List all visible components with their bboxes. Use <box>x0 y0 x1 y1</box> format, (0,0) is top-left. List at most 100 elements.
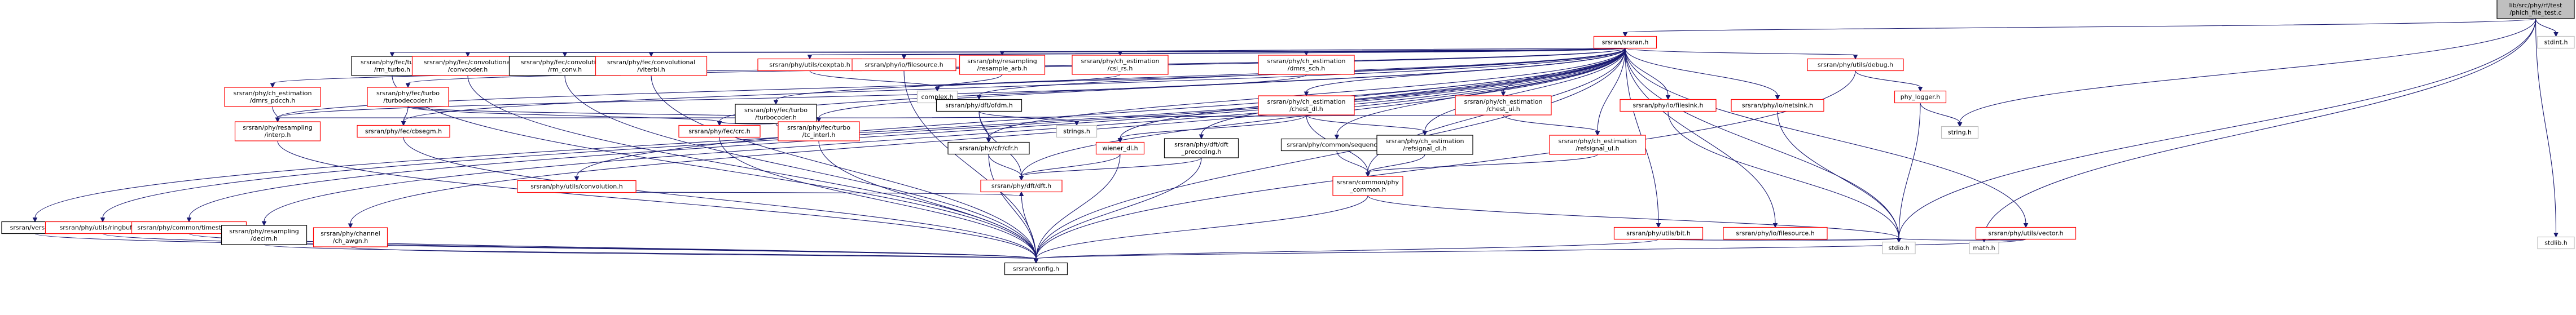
node-label: srsran/phy/resampling <box>967 57 1037 65</box>
node-pdcch[interactable]: srsran/phy/ch_estimation/dmrs_pdcch.h <box>224 87 321 107</box>
edge-line <box>1855 70 1921 88</box>
node-cexptab[interactable]: srsran/phy/utils/cexptab.h <box>757 58 862 72</box>
edge-turbodecoder-to-tbegin <box>401 106 409 126</box>
arrowhead <box>1304 91 1309 97</box>
node-tbegin[interactable]: srsran/phy/fec/cbsegm.h <box>357 125 450 138</box>
node-debug[interactable]: srsran/phy/utils/debug.h <box>1807 58 1904 72</box>
node-netsink[interactable]: srsran/phy/io/netsink.h <box>1731 99 1824 112</box>
node-label: srsran/phy/dft/dft.h <box>991 183 1051 190</box>
arrowhead <box>1665 95 1671 100</box>
edge-line <box>1625 18 2536 33</box>
edge-line <box>1367 195 1899 238</box>
node-convolution[interactable]: srsran/phy/utils/convolution.h <box>517 180 637 193</box>
edge-srsran-to-ringbuffer <box>100 48 1626 223</box>
node-decim[interactable]: srsran/phy/resampling/decim.h <box>221 225 308 245</box>
node-label: srsran/phy/fec/turbo <box>787 124 850 131</box>
node-label: srsran/phy/fec/cbsegm.h <box>365 128 442 135</box>
node-viterbi[interactable]: srsran/phy/fec/convolutional/viterbi.h <box>595 56 708 76</box>
node-box <box>1095 141 1145 155</box>
node-refsignal_dl[interactable]: srsran/phy/ch_estimation/refsignal_dl.h <box>1376 135 1473 155</box>
node-csi_rs[interactable]: srsran/phy/ch_estimation/csi_rs.h <box>1072 55 1169 75</box>
edge-line <box>2535 18 2557 233</box>
node-chest_dl[interactable]: srsran/phy/ch_estimation/chest_dl.h <box>1258 95 1355 116</box>
arrowhead <box>986 138 991 143</box>
arrowhead <box>465 52 471 57</box>
edge-refsignal_ul-to-phy_common <box>1365 154 1598 178</box>
node-arb[interactable]: srsran/phy/resampling/resample_arb.h <box>959 55 1046 75</box>
node-vector[interactable]: srsran/phy/utils/vector.h <box>1975 227 2077 240</box>
node-phy_logger[interactable]: phy_logger.h <box>1894 90 1947 104</box>
edge-line <box>1597 48 1626 132</box>
node-dmrs_sch[interactable]: srsran/phy/ch_estimation/dmrs_sch.h <box>1258 55 1355 75</box>
node-io_filesource[interactable]: srsran/phy/io/filesource.h <box>1723 227 1828 240</box>
edge-line <box>1920 103 1960 123</box>
arrowhead <box>1019 176 1024 181</box>
edge-srsran-to-turbocoder <box>773 48 1626 105</box>
edge-line <box>978 110 1077 122</box>
node-label: srsran/phy/ch_estimation <box>233 90 311 97</box>
edge-line <box>1503 48 1626 92</box>
edge-line <box>350 48 1626 224</box>
node-phy_common[interactable]: srsran/common/phy_common.h <box>1332 176 1403 196</box>
node-wiener[interactable]: wiener_dl.h <box>1095 141 1145 155</box>
node-convcoder[interactable]: srsran/phy/fec/convolutional/convcoder.h <box>411 56 524 76</box>
edge-line <box>1959 18 2536 123</box>
node-box <box>2496 0 2575 19</box>
node-crc[interactable]: srsran/phy/fec/crc.h <box>678 125 761 138</box>
edge-srsran-to-config <box>1033 48 1626 264</box>
node-label: /turbocoder.h <box>755 114 797 121</box>
node-refsignal_ul[interactable]: srsran/phy/ch_estimation/refsignal_ul.h <box>1549 135 1646 155</box>
edge-line <box>1898 18 2536 238</box>
edge-line <box>1306 114 1425 132</box>
node-label: _common.h <box>1349 186 1386 193</box>
edge-line <box>1625 48 1669 96</box>
arrowhead <box>901 55 907 60</box>
node-chest_ul[interactable]: srsran/phy/ch_estimation/chest_ul.h <box>1455 95 1552 116</box>
node-label: phy_logger.h <box>1901 94 1940 101</box>
node-box <box>852 58 956 72</box>
node-filesource[interactable]: srsran/phy/io/filesource.h <box>852 58 956 72</box>
node-root[interactable]: lib/src/phy/rf/test/phich_file_test.c <box>2496 0 2575 19</box>
arrowhead <box>1334 135 1340 140</box>
edge-line <box>2535 18 2557 33</box>
node-label: srsran/phy/utils/vector.h <box>1988 230 2063 237</box>
node-label: stdio.h <box>1888 245 1909 252</box>
node-box <box>778 121 860 141</box>
arrowhead <box>1117 138 1123 143</box>
edge-root-to-string <box>1957 18 2536 127</box>
node-interp[interactable]: srsran/phy/resampling/interp.h <box>234 121 321 141</box>
edge-ofdm-to-strings <box>978 110 1079 126</box>
edge-line <box>102 48 1626 218</box>
node-config[interactable]: srsran/config.h <box>1004 262 1068 276</box>
node-sequence[interactable]: srsran/phy/common/sequence.h <box>1280 138 1393 152</box>
node-precoding[interactable]: srsran/phy/dft/dft_precoding.h <box>1164 138 1239 158</box>
node-ch_awgn[interactable]: srsran/phy/channel/ch_awgn.h <box>313 227 388 247</box>
edge-chest_ul-to-refsignal_ul <box>1503 114 1600 136</box>
node-ofdm[interactable]: srsran/phy/dft/ofdm.h <box>936 99 1022 112</box>
node-box <box>1332 176 1403 196</box>
edge-line <box>1777 111 1899 238</box>
node-cfr[interactable]: srsran/phy/cfr/cfr.h <box>947 141 1030 155</box>
node-label: /rm_turbo.h <box>374 66 410 73</box>
edge-srsran-to-timestamp <box>186 48 1626 223</box>
edge-line <box>651 75 1037 259</box>
node-ringbuffer[interactable]: srsran/phy/utils/ringbuffer.h <box>45 221 161 234</box>
edge-line <box>1625 48 1778 96</box>
edge-line <box>1424 48 1626 132</box>
node-bit[interactable]: srsran/phy/utils/bit.h <box>1613 227 1704 240</box>
node-turbocoder[interactable]: srsran/phy/fec/turbo/turbocoder.h <box>735 104 817 124</box>
edge-srsran-to-netsink <box>1625 48 1780 100</box>
node-turbodecoder[interactable]: srsran/phy/fec/turbo/turbodecoder.h <box>367 87 449 107</box>
edge-tbegin-to-config <box>403 137 1039 264</box>
node-filesink[interactable]: srsran/phy/io/filesink.h <box>1620 99 1717 112</box>
node-label: srsran/phy/fec/turbo <box>744 107 808 114</box>
node-tc_interl[interactable]: srsran/phy/fec/turbo/tc_interl.h <box>778 121 860 141</box>
edge-sequence-to-phy_common <box>1336 150 1371 178</box>
arrowhead <box>999 51 1005 56</box>
node-label: stdint.h <box>2544 39 2568 46</box>
edge-line <box>1625 47 1856 56</box>
node-timestamp[interactable]: srsran/phy/common/timestamp.h <box>131 221 247 234</box>
node-dft[interactable]: srsran/phy/dft/dft.h <box>980 179 1063 193</box>
node-srsran[interactable]: srsran/srsran.h <box>1593 36 1657 49</box>
edge-srsran-to-precoding <box>1199 48 1626 140</box>
